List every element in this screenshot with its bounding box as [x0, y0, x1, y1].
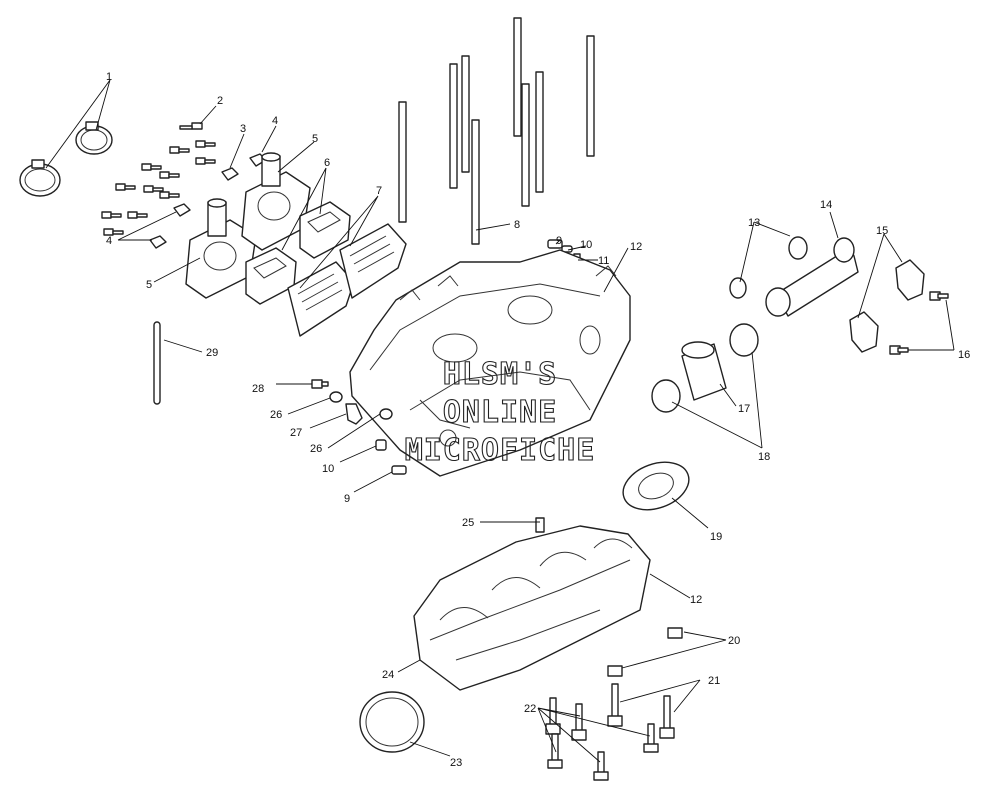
snap-ring-part-23	[359, 691, 425, 753]
watermark-line-2: ONLINE	[443, 395, 557, 430]
hose-clamp-part-1	[19, 121, 113, 197]
callout-4-lower: 4	[106, 235, 112, 247]
callout-25: 25	[462, 517, 474, 529]
callout-5-upper: 5	[312, 133, 318, 145]
callout-2: 2	[217, 95, 223, 107]
hose-clamps-part-18	[651, 323, 759, 413]
callout-26-upper: 26	[270, 409, 282, 421]
callout-5-lower: 5	[146, 279, 152, 291]
callout-26-lower: 26	[310, 443, 322, 455]
callout-7: 7	[376, 185, 382, 197]
callout-17: 17	[738, 403, 750, 415]
callout-labels: 1 2 3 4 4 5 5 6 7 8 9 9 10 10 11 12 12 1…	[106, 71, 970, 769]
callout-9-lower: 9	[344, 493, 350, 505]
callout-28: 28	[252, 383, 264, 395]
callout-23: 23	[450, 757, 462, 769]
callout-27: 27	[290, 427, 302, 439]
clip-part-3	[149, 153, 267, 249]
reed-cage-part-7	[287, 223, 407, 337]
callout-21: 21	[708, 675, 720, 687]
callout-9-upper: 9	[556, 235, 562, 247]
small-bolts-part-2	[101, 122, 216, 236]
callout-8: 8	[514, 219, 520, 231]
callout-14: 14	[820, 199, 832, 211]
crank-seal-part-19	[622, 461, 690, 511]
callout-24: 24	[382, 669, 394, 681]
bracket-part-15	[849, 259, 925, 353]
o-ring-cord-part-29	[153, 321, 161, 405]
callout-4-upper: 4	[272, 115, 278, 127]
watermark-line-1: HLSM'S	[443, 357, 557, 392]
callout-20: 20	[728, 635, 740, 647]
upper-crankcase-part-12	[349, 249, 631, 477]
callout-19: 19	[710, 531, 722, 543]
cylinder-studs-part-8	[398, 17, 595, 245]
callout-1: 1	[106, 71, 112, 83]
callout-11: 11	[598, 255, 609, 267]
watermark: HLSM'S ONLINE MICROFICHE	[404, 356, 596, 468]
callout-12-lower: 12	[690, 594, 702, 606]
case-bolts-part-20-21-22	[545, 627, 683, 781]
callout-18: 18	[758, 451, 770, 463]
reed-housing-part-5	[185, 152, 311, 299]
watermark-line-3: MICROFICHE	[405, 433, 596, 468]
callout-6: 6	[324, 157, 330, 169]
callout-12-upper: 12	[630, 241, 642, 253]
callout-29: 29	[206, 347, 218, 359]
hose-sleeve-part-17	[681, 341, 727, 401]
callout-10-upper: 10	[580, 239, 592, 251]
screws-part-16	[889, 291, 949, 355]
callout-16: 16	[958, 349, 970, 361]
leader-lines	[45, 79, 955, 763]
callout-10-lower: 10	[322, 463, 334, 475]
callout-13: 13	[748, 217, 760, 229]
callout-15: 15	[876, 225, 888, 237]
lower-crankcase-part-12	[413, 517, 651, 691]
callout-3: 3	[240, 123, 246, 135]
callout-22: 22	[524, 703, 536, 715]
water-elbow-part-14	[729, 236, 859, 317]
